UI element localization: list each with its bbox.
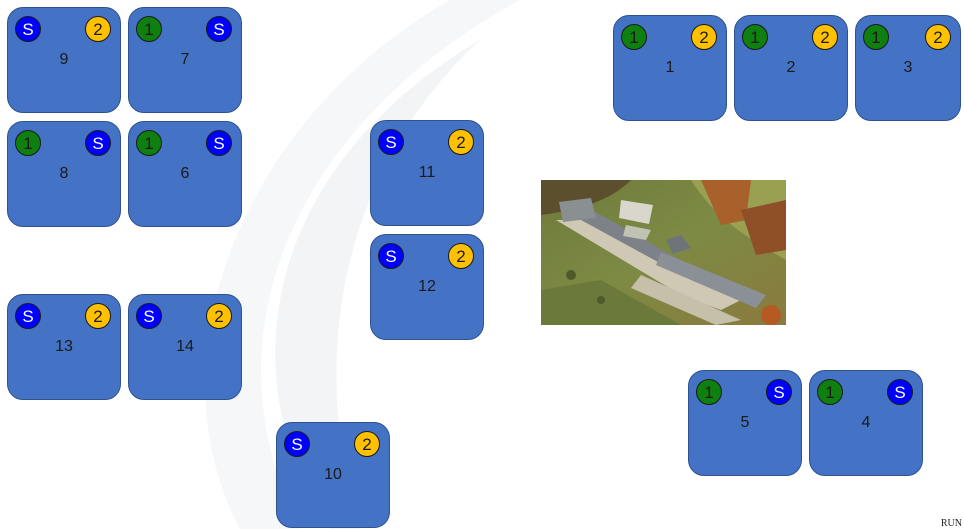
badge-right: S (206, 16, 232, 42)
badge-right: S (206, 130, 232, 156)
room-number: 2 (735, 59, 847, 77)
room-number: 8 (8, 165, 120, 183)
badge-left: S (136, 303, 162, 329)
badge-left: 1 (863, 24, 889, 50)
badge-right: S (887, 379, 913, 405)
badge-right: 2 (448, 243, 474, 269)
room-number: 1 (614, 59, 726, 77)
badge-right: 2 (354, 431, 380, 457)
footer-text: RUN (941, 518, 962, 529)
room-card-6[interactable]: 1 S 6 (128, 121, 242, 227)
badge-left: 1 (742, 24, 768, 50)
badge-right: 2 (691, 24, 717, 50)
badge-left: 1 (817, 379, 843, 405)
room-card-1[interactable]: 1 2 1 (613, 15, 727, 121)
badge-right: S (85, 130, 111, 156)
room-number: 10 (277, 466, 389, 484)
room-number: 5 (689, 414, 801, 432)
badge-left: S (15, 303, 41, 329)
badge-right: 2 (206, 303, 232, 329)
badge-right: 2 (812, 24, 838, 50)
room-card-2[interactable]: 1 2 2 (734, 15, 848, 121)
badge-right: S (766, 379, 792, 405)
badge-left: S (15, 16, 41, 42)
room-card-9[interactable]: S 2 9 (7, 7, 121, 113)
room-number: 3 (856, 59, 960, 77)
room-number: 9 (8, 51, 120, 69)
badge-left: 1 (696, 379, 722, 405)
room-card-13[interactable]: S 2 13 (7, 294, 121, 400)
room-card-7[interactable]: 1 S 7 (128, 7, 242, 113)
badge-right: 2 (925, 24, 951, 50)
room-number: 7 (129, 51, 241, 69)
room-card-3[interactable]: 1 2 3 (855, 15, 961, 121)
badge-left: S (378, 129, 404, 155)
room-card-11[interactable]: S 2 11 (370, 120, 484, 226)
room-card-14[interactable]: S 2 14 (128, 294, 242, 400)
badge-left: S (284, 431, 310, 457)
room-card-8[interactable]: 1 S 8 (7, 121, 121, 227)
badge-left: 1 (15, 130, 41, 156)
badge-left: 1 (621, 24, 647, 50)
building-aerial-photo (541, 180, 786, 325)
badge-left: 1 (136, 130, 162, 156)
room-number: 6 (129, 165, 241, 183)
room-number: 14 (129, 338, 241, 356)
room-card-12[interactable]: S 2 12 (370, 234, 484, 340)
badge-right: 2 (85, 303, 111, 329)
room-number: 13 (8, 338, 120, 356)
room-number: 11 (371, 164, 483, 182)
badge-left: S (378, 243, 404, 269)
badge-right: 2 (85, 16, 111, 42)
room-number: 4 (810, 414, 922, 432)
badge-right: 2 (448, 129, 474, 155)
room-card-5[interactable]: 1 S 5 (688, 370, 802, 476)
room-card-10[interactable]: S 2 10 (276, 422, 390, 528)
room-card-4[interactable]: 1 S 4 (809, 370, 923, 476)
badge-left: 1 (136, 16, 162, 42)
room-number: 12 (371, 278, 483, 296)
